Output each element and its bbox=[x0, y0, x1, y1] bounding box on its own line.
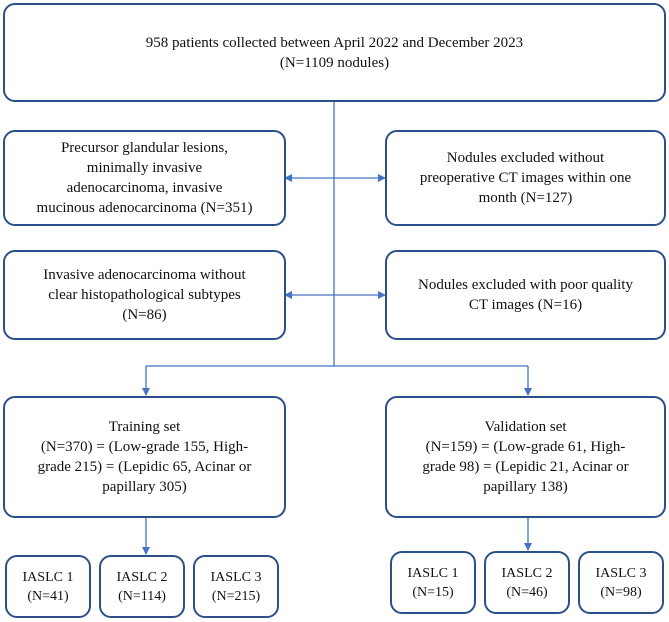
excluded-lesions-line-1: Precursor glandular lesions, bbox=[60, 140, 229, 156]
training-iaslc-2-box: IASLC 2 (N=114) bbox=[99, 555, 185, 618]
training-iaslc-3-count: (N=215) bbox=[211, 588, 261, 604]
validation-iaslc-2-box: IASLC 2 (N=46) bbox=[484, 551, 570, 614]
training-iaslc-1-label: IASLC 1 bbox=[22, 569, 74, 585]
excluded-lesions-box: Precursor glandular lesions, minimally i… bbox=[3, 130, 286, 226]
validation-set-title: Validation set bbox=[484, 419, 567, 435]
validation-set-line-2: (N=159) = (Low-grade 61, High- bbox=[425, 439, 626, 455]
validation-iaslc-1-count: (N=15) bbox=[412, 584, 454, 600]
training-set-box: Training set (N=370) = (Low-grade 155, H… bbox=[3, 396, 286, 518]
training-set-line-4: papillary 305) bbox=[102, 479, 187, 495]
training-set-title: Training set bbox=[108, 419, 181, 435]
validation-set-box: Validation set (N=159) = (Low-grade 61, … bbox=[385, 396, 666, 518]
training-iaslc-2-count: (N=114) bbox=[118, 588, 166, 604]
cohort-line-1: 958 patients collected between April 202… bbox=[145, 34, 524, 51]
cohort-line-2: (N=1109 nodules) bbox=[279, 54, 390, 71]
excluded-no-subtype-line-1: Invasive adenocarcinoma without bbox=[43, 267, 246, 283]
training-iaslc-3-label: IASLC 3 bbox=[210, 569, 262, 585]
excluded-no-subtype-line-2: clear histopathological subtypes bbox=[48, 287, 241, 303]
excluded-no-subtype-box: Invasive adenocarcinoma without clear hi… bbox=[3, 250, 286, 340]
validation-set-line-4: papillary 138) bbox=[483, 479, 568, 495]
validation-iaslc-2-count: (N=46) bbox=[506, 584, 548, 600]
training-iaslc-1-count: (N=41) bbox=[27, 588, 69, 604]
excluded-no-ct-line-3: month (N=127) bbox=[478, 190, 573, 206]
excluded-no-ct-line-1: Nodules excluded without bbox=[446, 150, 605, 166]
excluded-poor-ct-box: Nodules excluded with poor quality CT im… bbox=[385, 250, 666, 340]
validation-iaslc-3-box: IASLC 3 (N=98) bbox=[578, 551, 664, 614]
validation-iaslc-1-label: IASLC 1 bbox=[407, 565, 459, 581]
validation-iaslc-1-box: IASLC 1 (N=15) bbox=[390, 551, 476, 614]
excluded-lesions-line-3: adenocarcinoma, invasive bbox=[66, 180, 223, 196]
training-set-line-3: grade 215) = (Lepidic 65, Acinar or bbox=[37, 459, 252, 475]
validation-iaslc-3-label: IASLC 3 bbox=[595, 565, 647, 581]
excluded-no-ct-box: Nodules excluded without preoperative CT… bbox=[385, 130, 666, 226]
validation-iaslc-3-count: (N=98) bbox=[600, 584, 642, 600]
training-iaslc-3-box: IASLC 3 (N=215) bbox=[193, 555, 279, 618]
excluded-no-subtype-line-3: (N=86) bbox=[122, 307, 167, 323]
excluded-poor-ct-line-1: Nodules excluded with poor quality bbox=[418, 277, 633, 293]
excluded-lesions-line-2: minimally invasive bbox=[86, 160, 203, 176]
training-iaslc-2-label: IASLC 2 bbox=[116, 569, 168, 585]
excluded-no-ct-line-2: preoperative CT images within one bbox=[419, 170, 632, 186]
validation-iaslc-2-label: IASLC 2 bbox=[501, 565, 553, 581]
training-set-line-2: (N=370) = (Low-grade 155, High- bbox=[40, 439, 249, 455]
cohort-box: 958 patients collected between April 202… bbox=[3, 3, 666, 102]
excluded-lesions-line-4: mucinous adenocarcinoma (N=351) bbox=[36, 200, 253, 216]
training-iaslc-1-box: IASLC 1 (N=41) bbox=[5, 555, 91, 618]
excluded-poor-ct-line-2: CT images (N=16) bbox=[468, 297, 583, 313]
validation-set-line-3: grade 98) = (Lepidic 21, Acinar or bbox=[422, 459, 629, 475]
